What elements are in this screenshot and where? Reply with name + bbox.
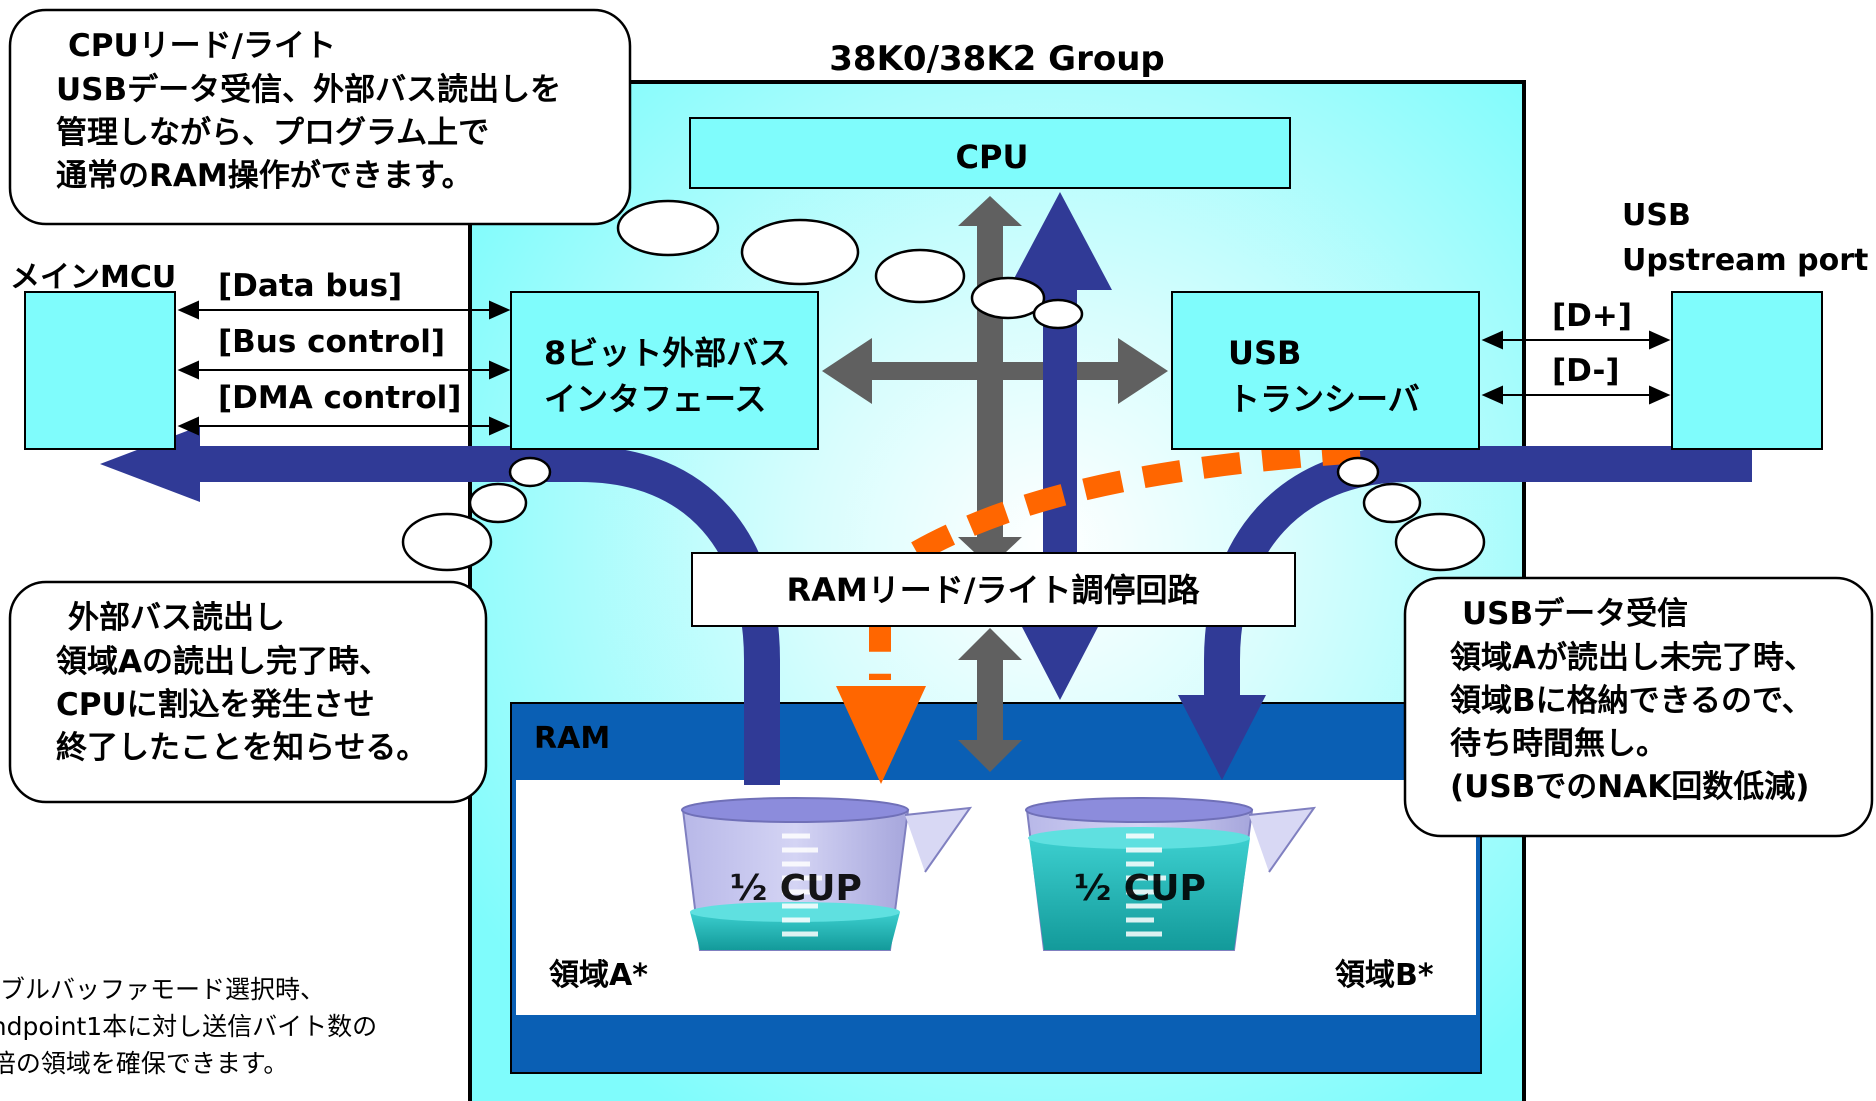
callout-usb-line2: 領域Aが読出し未完了時、 (1450, 640, 1815, 676)
arbiter-label: RAMリード/ライト調停回路 (787, 571, 1201, 609)
data-bus-label: [Data bus] (218, 268, 402, 304)
orange-dashed-path (869, 441, 1361, 680)
gray-arrows (822, 196, 1168, 772)
orange-arrow-head (836, 686, 926, 784)
arbiter-block (691, 552, 1296, 627)
cup-a-text: ½ CUP (730, 868, 862, 909)
cpu-block (689, 117, 1291, 189)
cup-area-a: ½ CUP (681, 797, 973, 951)
d-minus-label: [D-] (1552, 353, 1620, 389)
ram-label: RAM (534, 721, 610, 756)
footnote-line2: Endpoint1本に対し送信バイト数の (0, 1012, 377, 1041)
ext-bus-label-line1: 8ビット外部バス (544, 334, 790, 372)
area-a-label: 領域A* (549, 958, 648, 993)
callout-usb-line4: 待ち時間無し。 (1450, 726, 1667, 762)
callout-cpu-line4: 通常のRAM操作ができます。 (56, 158, 473, 194)
bus-control-label: [Bus control] (218, 324, 445, 360)
callout-ext-line1: 外部バス読出し (68, 600, 285, 636)
callout-ext-line4: 終了したことを知らせる。 (56, 730, 427, 766)
cup-area-b: ½ CUP (1025, 797, 1317, 951)
callout-cpu-line3: 管理しながら、プログラム上で (56, 115, 489, 151)
callout-usb-line3: 領域Bに格納できるので、 (1450, 683, 1813, 719)
usb-transceiver-block (1171, 291, 1480, 450)
callout-ext-line3: CPUに割込を発生させ (56, 687, 375, 723)
main-mcu-label: メインMCU (10, 260, 176, 295)
footnote-line3: 2倍の領域を確保できます。 (0, 1049, 288, 1078)
cpu-ram-blue-arrow (1008, 192, 1112, 700)
cup-b-text: ½ CUP (1074, 868, 1206, 909)
d-plus-label: [D+] (1552, 298, 1632, 334)
usb-port-label-line2: Upstream port (1622, 243, 1868, 278)
ext-bus-block (510, 291, 819, 450)
dma-control-label: [DMA control] (218, 380, 461, 416)
callout-cpu-line2: USBデータ受信、外部バス読出しを (56, 72, 561, 108)
ram-inner-area (516, 780, 1476, 1015)
usb-transceiver-label-line1: USB (1228, 334, 1301, 372)
ext-bus-label-line2: インタフェース (544, 380, 766, 418)
footnote-line1: ダブルバッファモード選択時、 (0, 975, 325, 1004)
chip-title: 38K0/38K2 Group (829, 39, 1164, 79)
main-mcu-box (24, 291, 176, 450)
callout-cpu: CPUリード/ライト USBデータ受信、外部バス読出しを 管理しながら、プログラ… (8, 8, 1084, 330)
usb-port-box (1671, 291, 1823, 450)
usb-transceiver-label-line2: トランシーバ (1228, 380, 1420, 418)
callout-ext-bus: 外部バス読出し 領域Aの読出し完了時、 CPUに割込を発生させ 終了したことを知… (8, 456, 552, 804)
callout-usb: USBデータ受信 領域Aが読出し未完了時、 領域Bに格納できるので、 待ち時間無… (1336, 456, 1874, 838)
flow-usb-to-ram-head (1178, 695, 1266, 780)
callout-ext-line2: 領域Aの読出し完了時、 (56, 644, 390, 680)
area-b-label: 領域B* (1335, 958, 1434, 993)
flow-ram-to-mcu (180, 446, 780, 785)
callout-cpu-line1: CPUリード/ライト (68, 28, 336, 64)
usb-signal-lines (1481, 330, 1671, 405)
callout-usb-line5: (USBでのNAK回数低減) (1450, 769, 1809, 805)
usb-port-label-line1: USB (1622, 198, 1691, 233)
callout-usb-line1: USBデータ受信 (1462, 596, 1688, 632)
mcu-bus-lines (177, 300, 511, 436)
cpu-label: CPU (956, 138, 1029, 176)
